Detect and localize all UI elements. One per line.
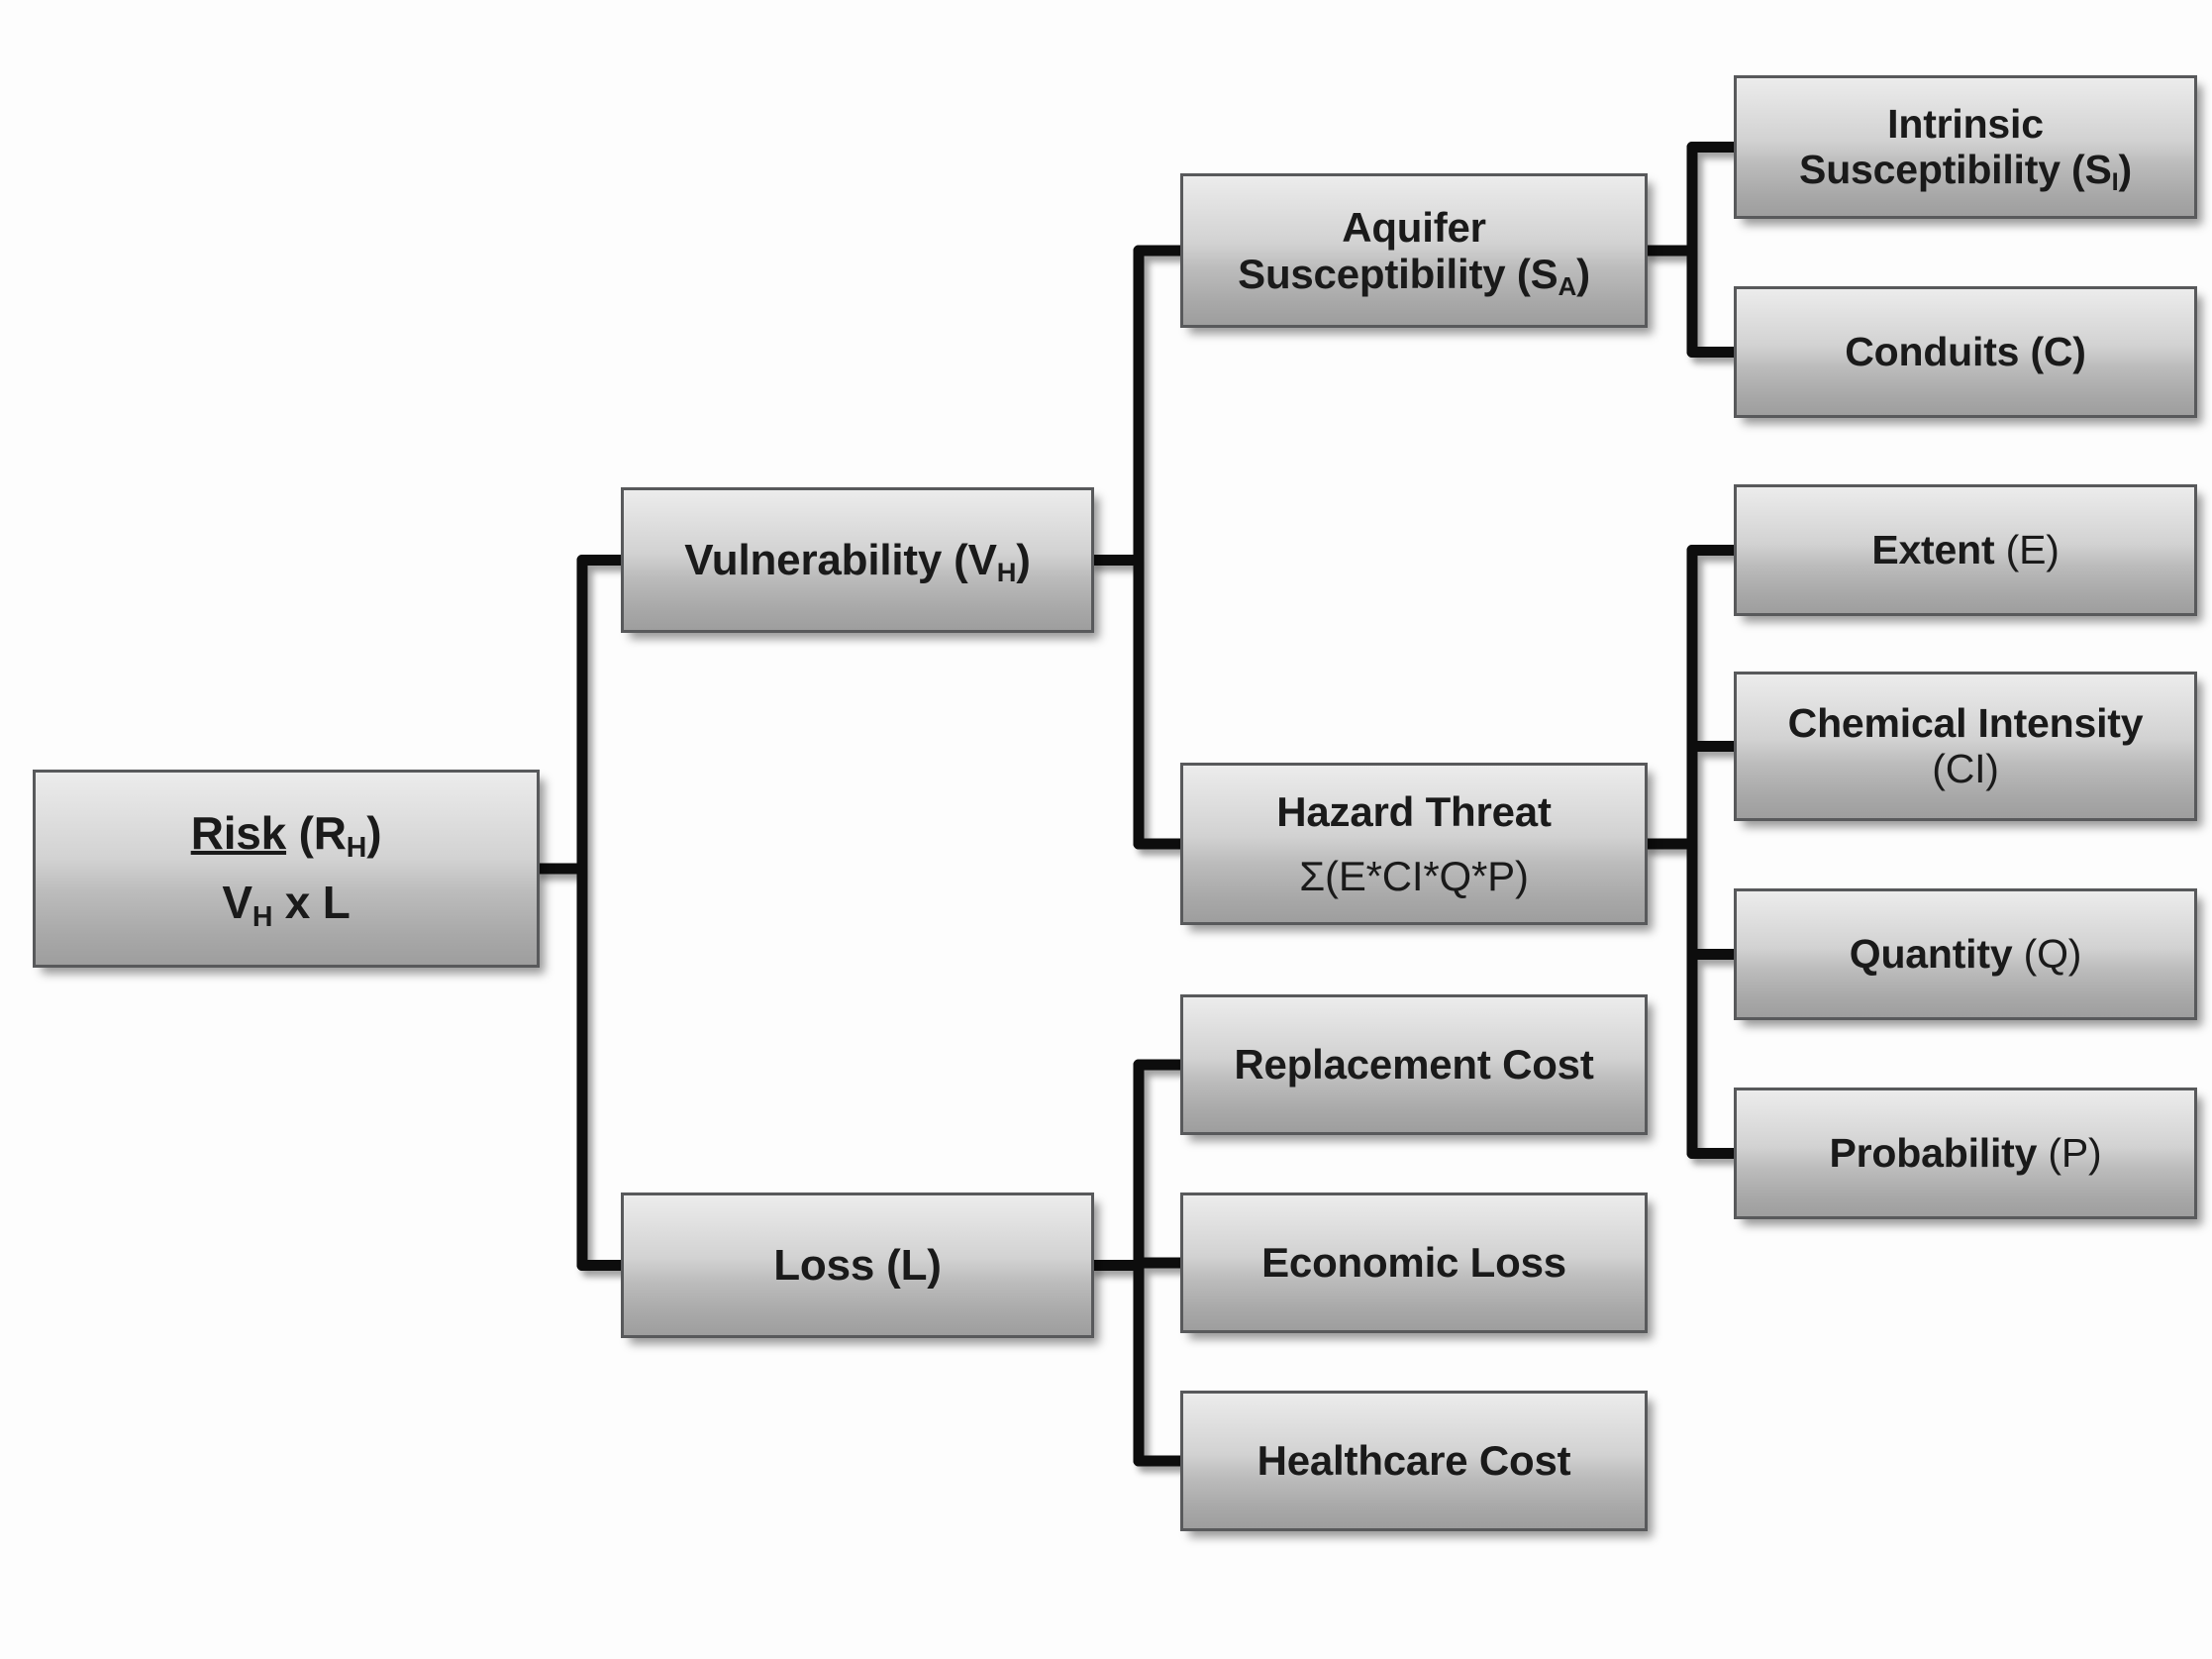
replacement-cost-node-label: Replacement Cost	[1234, 1041, 1594, 1089]
chemical-intensity-node-label: Chemical Intensity	[1787, 699, 2144, 746]
vulnerability-node-label: Vulnerability (VH)	[684, 535, 1031, 588]
risk-node-label: Risk (RH)	[190, 807, 382, 865]
intrinsic-susceptibility-node-sublabel: Susceptibility (SI)	[1799, 146, 2132, 196]
loss-node: Loss (L)	[621, 1192, 1094, 1338]
risk-node-sublabel: VH x L	[222, 877, 351, 933]
conduits-node: Conduits (C)	[1734, 286, 2197, 418]
quantity-node: Quantity (Q)	[1734, 888, 2197, 1020]
quantity-node-label: Quantity (Q)	[1849, 930, 2082, 977]
extent-node-label: Extent (E)	[1871, 526, 2060, 572]
aquifer-susceptibility-node-sublabel: Susceptibility (SA)	[1238, 251, 1590, 302]
chemical-intensity-node: Chemical Intensity(CI)	[1734, 672, 2197, 821]
extent-node: Extent (E)	[1734, 484, 2197, 616]
probability-node-label: Probability (P)	[1829, 1129, 2102, 1176]
hazard-threat-node-label: Hazard Threat	[1276, 787, 1552, 835]
risk-node: Risk (RH) VH x L	[33, 770, 540, 968]
economic-loss-node: Economic Loss	[1180, 1192, 1648, 1333]
vulnerability-node: Vulnerability (VH)	[621, 487, 1094, 633]
economic-loss-node-label: Economic Loss	[1261, 1239, 1566, 1287]
healthcare-cost-node-label: Healthcare Cost	[1257, 1437, 1571, 1485]
aquifer-susceptibility-node-label: Aquifer	[1342, 203, 1486, 251]
conduits-node-label: Conduits (C)	[1845, 328, 2086, 374]
probability-node: Probability (P)	[1734, 1088, 2197, 1219]
hazard-threat-node-sublabel: Σ(E*CI*Q*P)	[1299, 853, 1529, 899]
loss-node-label: Loss (L)	[773, 1240, 942, 1290]
replacement-cost-node: Replacement Cost	[1180, 994, 1648, 1135]
healthcare-cost-node: Healthcare Cost	[1180, 1391, 1648, 1531]
intrinsic-susceptibility-node-label: Intrinsic	[1887, 100, 2044, 147]
chemical-intensity-node-sublabel: (CI)	[1932, 745, 1999, 791]
